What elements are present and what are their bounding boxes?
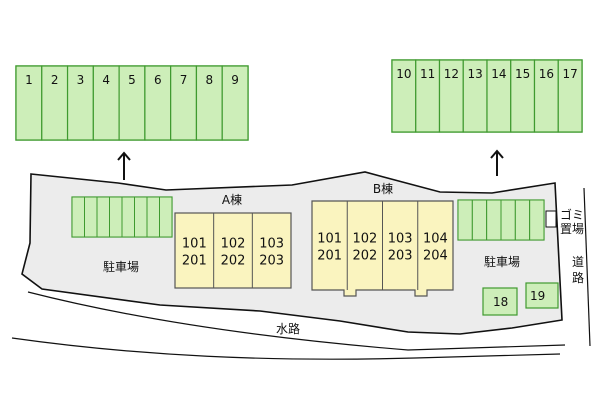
parking-top-right-space-label-16: 16: [539, 67, 554, 81]
parking-top-right-space-label-17: 17: [562, 67, 577, 81]
building-b-name: B棟: [373, 181, 393, 196]
building-a-unit-201: 201: [182, 254, 207, 269]
parking-top-left-space-label-5: 5: [128, 73, 136, 87]
road-label: 道 路: [572, 255, 584, 285]
parking-strip-right: [457, 199, 545, 241]
parking-strip-left-stall: [121, 196, 135, 238]
building-b-unit-202: 202: [352, 249, 377, 264]
building-a-name: A棟: [222, 192, 242, 207]
parking-space-18-box: [482, 287, 518, 316]
parking-strip-left-stall: [109, 196, 123, 238]
building-a-unit-103: 103: [259, 237, 284, 252]
waterway-label: 水路: [276, 321, 300, 336]
parking-space-19: 19: [525, 282, 559, 309]
building-b-unit-203: 203: [388, 249, 413, 264]
parking-strip-left: [71, 196, 173, 238]
building-b-unit-101: 101: [317, 232, 342, 247]
parking-top-left-space-label-1: 1: [25, 73, 33, 87]
parking-row-top-left: 1 2 3 4 5 6 7 8 9: [15, 65, 249, 141]
parking-top-right-space-label-11: 11: [420, 67, 435, 81]
parking-top-left-space-label-6: 6: [154, 73, 162, 87]
parking-strip-left-stall: [96, 196, 110, 238]
parking-strip-right-stall: [486, 199, 502, 241]
waterway-line-lower: [11, 337, 561, 360]
building-b-unit-201: 201: [317, 249, 342, 264]
parking-top-left-space-9: [221, 65, 249, 141]
building-b-unit-103: 103: [388, 232, 413, 247]
parking-top-right-space-label-12: 12: [444, 67, 459, 81]
parking-top-left-space-label-9: 9: [231, 73, 239, 87]
parking-top-left-space-label-4: 4: [102, 73, 110, 87]
parking-label-left: 駐車場: [103, 259, 139, 274]
parking-top-left-space-7: [170, 65, 198, 141]
parking-top-right-space-label-15: 15: [515, 67, 530, 81]
building-a-unit-202: 202: [221, 254, 246, 269]
parking-top-left-space-label-8: 8: [206, 73, 214, 87]
building-b-unit-102: 102: [352, 232, 377, 247]
parking-strip-left-stall: [146, 196, 160, 238]
svg-text:道: 道: [572, 255, 584, 269]
parking-top-left-space-6: [144, 65, 172, 141]
garbage-area-box: [545, 210, 557, 228]
svg-text:ゴミ: ゴミ: [560, 207, 584, 222]
parking-space-18-label: 18: [493, 295, 508, 309]
parking-strip-left-stall: [84, 196, 98, 238]
parking-top-left-space-label-3: 3: [77, 73, 85, 87]
building-b-unit-204: 204: [423, 249, 448, 264]
parking-strip-right-stall: [500, 199, 516, 241]
parking-top-right-space-17: [557, 59, 583, 133]
building-a: 101 201 102 202 103 203: [174, 212, 292, 289]
road-edge-line: [583, 187, 591, 347]
parking-top-right-space-label-10: 10: [396, 67, 411, 81]
parking-row-top-right: 10 11 12 13 14 15 16 17: [391, 59, 583, 133]
arrow-up-left-icon: [117, 151, 131, 180]
building-a-unit-101: 101: [182, 237, 207, 252]
arrow-up-right-icon: [490, 149, 504, 176]
parking-top-left-space-label-7: 7: [180, 73, 188, 87]
parking-top-right-space-label-13: 13: [467, 67, 482, 81]
building-a-unit-203: 203: [259, 254, 284, 269]
waterway-line-upper: [27, 291, 566, 351]
parking-strip-right-stall: [471, 199, 488, 241]
parking-space-18: 18: [482, 287, 518, 316]
parking-top-right-space-label-14: 14: [491, 67, 506, 81]
building-b-unit-104: 104: [423, 232, 448, 247]
svg-text:路: 路: [572, 270, 584, 285]
parking-label-right: 駐車場: [484, 254, 520, 269]
garbage-area-label: ゴミ 置場: [560, 207, 584, 236]
parking-top-left-space-5: [118, 65, 146, 141]
parking-space-19-label: 19: [530, 289, 545, 303]
parking-top-left-space-label-2: 2: [51, 73, 59, 87]
parking-strip-right-stall: [514, 199, 531, 241]
building-b: 101 201 102 202 103 203 104 204: [311, 200, 454, 297]
parking-space-19-box: [525, 282, 559, 309]
parking-top-left-space-2: [41, 65, 69, 141]
building-a-unit-102: 102: [221, 237, 246, 252]
parking-strip-left-stall: [71, 196, 85, 238]
parking-top-left-space-1: [15, 65, 43, 141]
parking-strip-right-stall: [457, 199, 473, 241]
parking-top-left-space-8: [195, 65, 223, 141]
parking-strip-left-stall: [159, 196, 173, 238]
building-a-outline: [174, 212, 292, 289]
svg-text:置場: 置場: [560, 222, 584, 236]
parking-top-left-space-4: [92, 65, 120, 141]
parking-strip-right-stall: [529, 199, 545, 241]
parking-strip-left-stall: [134, 196, 148, 238]
